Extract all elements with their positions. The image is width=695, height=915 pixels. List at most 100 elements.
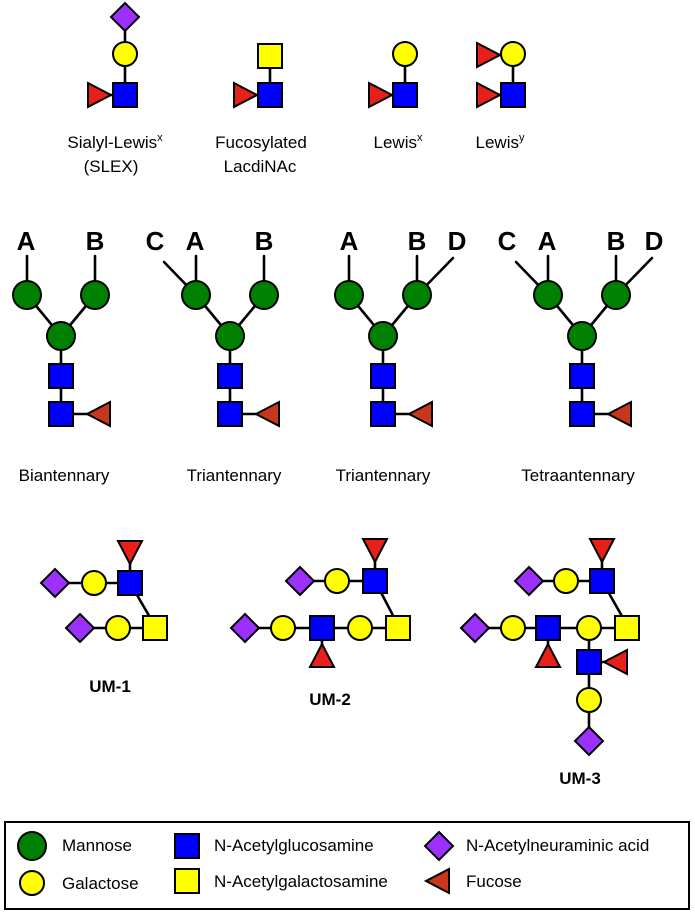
- fucose-symbol: [253, 400, 280, 428]
- neuac-symbol: [513, 565, 545, 597]
- galactose-symbol: [576, 687, 602, 713]
- fucose-symbol: [406, 400, 433, 428]
- glcnac-symbol: [370, 363, 396, 389]
- glcnac-symbol: [535, 615, 561, 641]
- glcnac-symbol: [500, 82, 526, 108]
- glcnac-symbol: [48, 363, 74, 389]
- fucose-symbol: [476, 41, 503, 69]
- branch-label-b: B: [255, 226, 274, 256]
- galnac-symbol: [385, 615, 411, 641]
- legend-label-neuac: N-Acetylneuraminic acid: [466, 836, 649, 855]
- slex-abbrev: (SLEX): [84, 157, 139, 176]
- branch-label-c: C: [498, 226, 517, 256]
- glcnac-symbol: [392, 82, 418, 108]
- fucose-symbol: [84, 400, 111, 428]
- mannose-symbol: [567, 321, 597, 351]
- glycan-name-triantennary: Triantennary: [336, 466, 431, 485]
- galnac-symbol: [257, 43, 283, 69]
- galactose-symbol: [324, 568, 350, 594]
- glcnac-symbol: [117, 570, 143, 596]
- fucose-symbol: [601, 648, 628, 676]
- mannose-symbol: [249, 280, 279, 310]
- glcnac-symbol: [589, 568, 615, 594]
- glcnac-symbol: [174, 833, 200, 859]
- galactose-symbol: [553, 568, 579, 594]
- mannose-symbol: [80, 280, 110, 310]
- fucose-symbol: [308, 641, 336, 668]
- legend-symbols: [17, 830, 455, 896]
- legend-label-mannose: Mannose: [62, 836, 132, 855]
- galactose-symbol: [500, 615, 526, 641]
- branch-label-d: D: [645, 226, 664, 256]
- galactose-symbol: [576, 615, 602, 641]
- glcnac-symbol: [48, 401, 74, 427]
- neuac-symbol: [39, 567, 71, 599]
- fucose-symbol: [368, 81, 395, 109]
- mannose-symbol: [181, 280, 211, 310]
- fucose-symbol: [116, 540, 144, 567]
- galactose-symbol: [81, 570, 107, 596]
- glycan-name-biantennary: Biantennary: [19, 466, 110, 485]
- neuac-symbol: [229, 612, 261, 644]
- glycan-name-triantennary: Triantennary: [187, 466, 282, 485]
- fucose-symbol: [87, 81, 114, 109]
- structure-label-um1: UM-1: [89, 677, 131, 696]
- fucose-symbol: [534, 641, 562, 668]
- structure-label-um2: UM-2: [309, 690, 351, 709]
- lewis-y-label: Lewisy: [476, 132, 525, 152]
- galactose-symbol: [105, 615, 131, 641]
- mannose-symbol: [17, 831, 47, 861]
- legend-label-fucose: Fucose: [466, 872, 522, 891]
- branch-label-b: B: [86, 226, 105, 256]
- glcnac-symbol: [576, 649, 602, 675]
- branch-label-a: A: [538, 226, 557, 256]
- neuac-symbol: [109, 1, 141, 33]
- galnac-symbol: [614, 615, 640, 641]
- neuac-symbol: [64, 612, 96, 644]
- fucose-symbol: [423, 867, 450, 895]
- mannose-symbol: [402, 280, 432, 310]
- glcnac-symbol: [309, 615, 335, 641]
- glcnac-symbol: [569, 401, 595, 427]
- branch-label-a: A: [340, 226, 359, 256]
- mannose-symbol: [46, 321, 76, 351]
- glcnac-symbol: [217, 363, 243, 389]
- galactose-symbol: [392, 41, 418, 67]
- glcnac-symbol: [362, 568, 388, 594]
- glcnac-symbol: [257, 82, 283, 108]
- galnac-symbol: [174, 868, 200, 894]
- galactose-symbol: [19, 870, 45, 896]
- branch-label-c: C: [146, 226, 165, 256]
- mannose-symbol: [533, 280, 563, 310]
- branch-label-d: D: [448, 226, 467, 256]
- mannose-symbol: [12, 280, 42, 310]
- legend-label-glcnac: N-Acetylglucosamine: [214, 836, 374, 855]
- neuac-symbol: [423, 830, 455, 862]
- neuac-symbol: [284, 565, 316, 597]
- glycan-name-tetraantennary: Tetraantennary: [521, 466, 635, 485]
- glcnac-symbol: [569, 363, 595, 389]
- mannose-symbol: [334, 280, 364, 310]
- galactose-symbol: [112, 41, 138, 67]
- mannose-symbol: [368, 321, 398, 351]
- monosaccharide-symbols: [12, 1, 640, 757]
- structure-label-um3: UM-3: [559, 769, 601, 788]
- fucosylated-lacdinac-label-line2: LacdiNAc: [224, 157, 297, 176]
- fucose-symbol: [605, 400, 632, 428]
- neuac-symbol: [459, 612, 491, 644]
- legend-label-galnac: N-Acetylgalactosamine: [214, 872, 388, 891]
- mannose-symbol: [601, 280, 631, 310]
- branch-label-a: A: [186, 226, 205, 256]
- galactose-symbol: [500, 41, 526, 67]
- fucosylated-lacdinac-label-line1: Fucosylated: [215, 133, 307, 152]
- branch-label-a: A: [17, 226, 36, 256]
- galactose-symbol: [347, 615, 373, 641]
- lewis-x-label: Lewisx: [374, 132, 423, 152]
- neuac-symbol: [573, 725, 605, 757]
- legend-box: [4, 821, 690, 910]
- fucose-symbol: [361, 538, 389, 565]
- fucose-symbol: [588, 538, 616, 565]
- glcnac-symbol: [370, 401, 396, 427]
- fucose-symbol: [233, 81, 260, 109]
